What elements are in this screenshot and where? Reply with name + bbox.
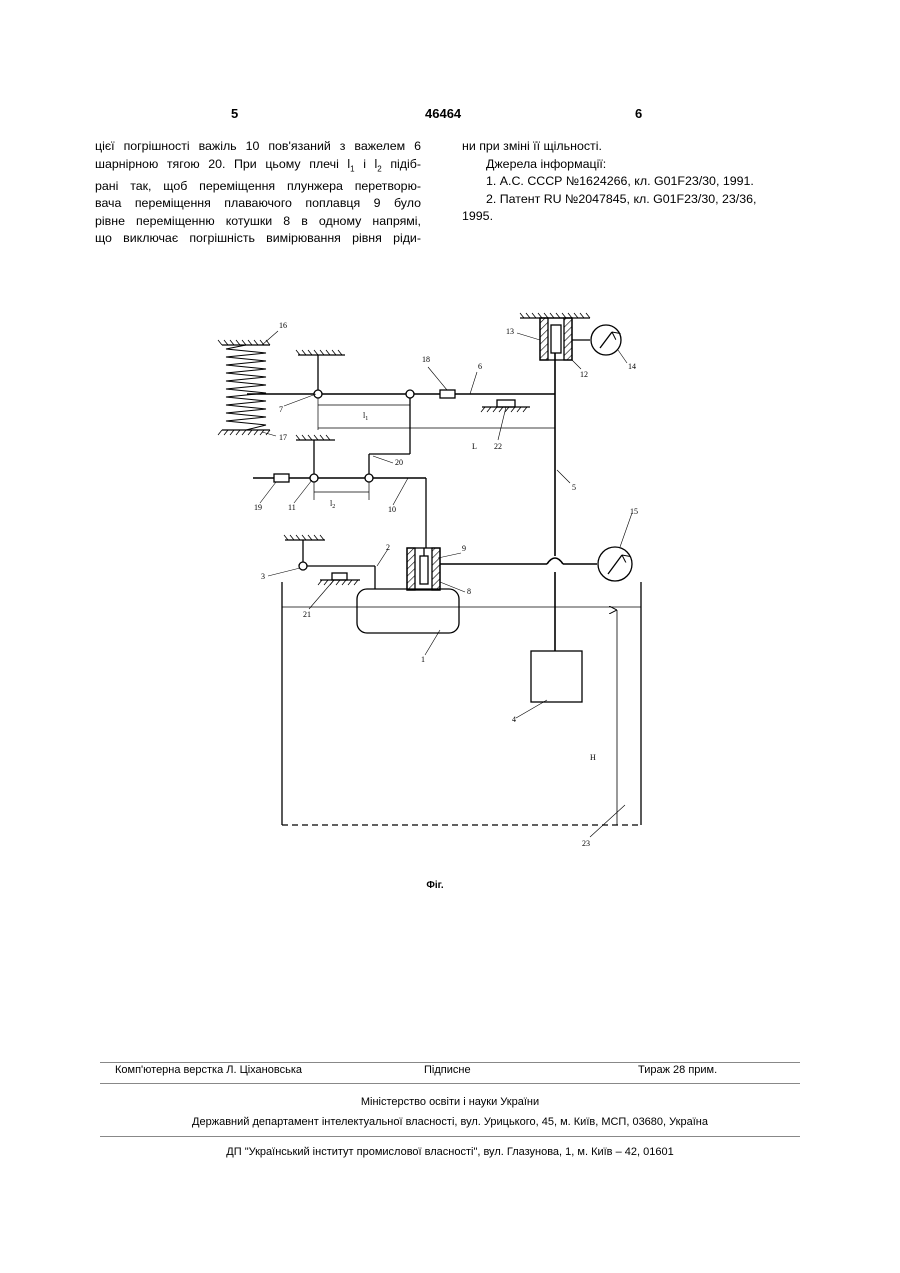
label-8: 8 [467,587,471,596]
circulation: Тираж 28 прим. [638,1064,717,1076]
label-9: 9 [462,544,466,553]
divider [100,1136,800,1137]
label-10: 10 [388,505,396,514]
right-text-column: ни при зміні її щільності. Джерела інфор… [462,138,792,226]
ministry-name: Міністерство освіти і науки України [0,1096,900,1108]
reference-2-continued: 1995. [462,208,792,226]
label-18: 18 [422,355,430,364]
sources-heading: Джерела інформації: [462,156,792,174]
label-20: 20 [395,458,403,467]
label-13: 13 [506,327,514,336]
page-number-right: 6 [635,106,642,121]
text-line: шарнірною тягою 20. При цьому плечі l1 і… [95,156,421,178]
level-gauge-diagram: 16 17 7 18 6 22 l1 L 20 10 11 19 l2 13 1… [210,295,650,860]
label-2: 2 [386,543,390,552]
text-line: цієї погрішності важіль 10 пов'язаний з … [95,138,421,156]
layout-credit: Комп'ютерна верстка Л. Ціхановська [115,1064,302,1076]
label-l1: l1 [363,411,368,422]
text-line: рівне переміщенню котушки 8 в одному нап… [95,213,421,231]
label-21: 21 [303,610,311,619]
label-12: 12 [580,370,588,379]
text-line: рані так, щоб переміщення плунжера перет… [95,178,421,196]
label-17: 17 [279,433,287,442]
reference-2: 2. Патент RU №2047845, кл. G01F23/30, 23… [462,191,792,209]
text-line: вача переміщення плаваючого поплавця 9 б… [95,195,421,213]
left-text-column: цієї погрішності важіль 10 пов'язаний з … [95,138,421,248]
department-address: Державний департамент інтелектуальної вл… [0,1116,900,1128]
divider [100,1062,800,1063]
label-4: 4 [512,715,516,724]
label-19: 19 [254,503,262,512]
label-3: 3 [261,572,265,581]
page-number-left: 5 [231,106,238,121]
label-H: H [590,753,596,762]
label-23: 23 [582,839,590,848]
label-11: 11 [288,503,296,512]
text-line: що виключає погрішність вимірювання рівн… [95,230,421,248]
spring [218,340,270,435]
document-number: 46464 [425,106,461,121]
figure-caption: Фіг. [0,880,870,891]
label-14: 14 [628,362,636,371]
institute-address: ДП "Український інститут промислової вла… [0,1146,900,1158]
label-16: 16 [279,321,287,330]
signed-label: Підписне [424,1064,471,1076]
text-line: ни при зміні її щільності. [462,138,792,156]
divider [100,1083,800,1084]
label-22: 22 [494,442,502,451]
label-l2: l2 [330,499,335,510]
label-L: L [472,442,477,451]
label-5: 5 [572,483,576,492]
label-6: 6 [478,362,482,371]
label-1: 1 [421,655,425,664]
reference-1: 1. А.С. СССР №1624266, кл. G01F23/30, 19… [462,173,792,191]
label-15: 15 [630,507,638,516]
label-7: 7 [279,405,283,414]
